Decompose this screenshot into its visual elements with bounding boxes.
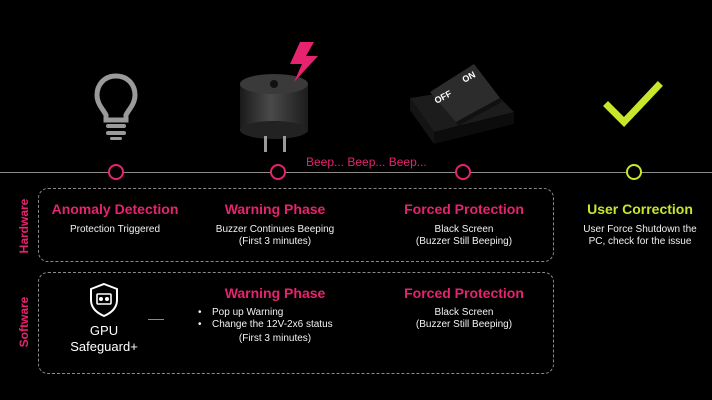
- sw-warning-note: (First 3 minutes): [238, 333, 312, 344]
- software-box: [38, 272, 554, 374]
- hw-warning-line-2: (First 3 minutes): [238, 236, 312, 247]
- sw-forced-title: Forced Protection: [404, 285, 524, 301]
- user-correction-title: User Correction: [587, 201, 693, 217]
- beep-text: Beep... Beep... Beep...: [306, 155, 427, 169]
- user-correction-line-1: User Force Shutdown the: [583, 224, 697, 235]
- hw-anomaly-title: Anomaly Detection: [51, 201, 179, 217]
- hardware-box: [38, 188, 554, 262]
- timeline-node-detection: [108, 164, 124, 180]
- sw-warning-title: Warning Phase: [224, 285, 326, 301]
- hw-forced-line-2: (Buzzer Still Beeping): [415, 236, 513, 247]
- timeline-node-correction: [626, 164, 642, 180]
- buzzer-icon: [240, 42, 318, 152]
- hw-forced-title: Forced Protection: [404, 201, 524, 217]
- divider-dash: [148, 319, 164, 320]
- sw-warning-bullet-2: Change the 12V-2x6 status: [198, 319, 333, 331]
- gpu-safeguard-line-1: GPU: [89, 323, 119, 338]
- sw-warning-bullet-1: Pop up Warning: [198, 307, 333, 319]
- hw-forced-line-1: Black Screen: [434, 224, 494, 235]
- power-switch-icon: [410, 64, 514, 144]
- sw-forced-line-2: (Buzzer Still Beeping): [415, 319, 513, 330]
- gpu-safeguard-line-2: Safeguard+: [70, 339, 138, 354]
- hardware-row-label: Hardware: [17, 198, 31, 254]
- hw-warning-line-1: Buzzer Continues Beeping: [215, 224, 335, 235]
- software-row-label: Software: [17, 296, 31, 348]
- user-correction-line-2: PC, check for the issue: [588, 236, 692, 247]
- lightbulb-icon: [94, 73, 138, 140]
- timeline-line: [0, 172, 712, 173]
- sw-forced-line-1: Black Screen: [434, 307, 494, 318]
- timeline-node-protection: [455, 164, 471, 180]
- lightning-icon: [290, 42, 318, 82]
- checkmark-icon: [603, 81, 663, 128]
- shield-gpu-icon: [90, 282, 118, 318]
- timeline-node-warning: [270, 164, 286, 180]
- hw-anomaly-line-1: Protection Triggered: [69, 224, 161, 235]
- sw-warning-bullets: Pop up Warning Change the 12V-2x6 status: [198, 307, 333, 331]
- hw-warning-title: Warning Phase: [224, 201, 326, 217]
